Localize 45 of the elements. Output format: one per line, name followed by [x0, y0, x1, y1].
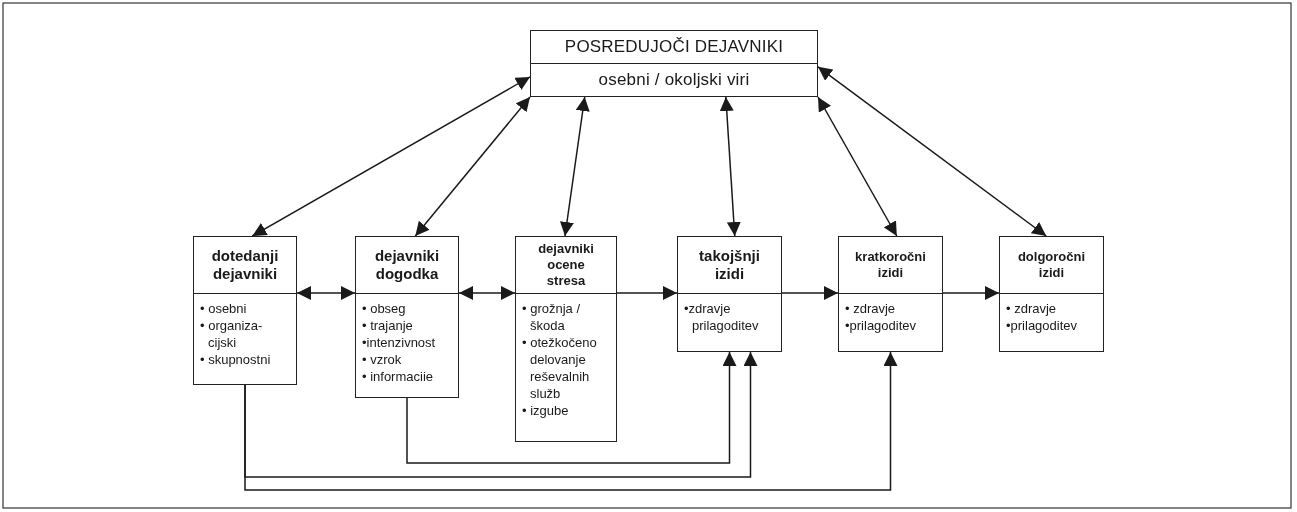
arrow	[719, 96, 741, 237]
arrow	[616, 286, 678, 300]
list-item: • trajanje	[362, 317, 414, 334]
arrow	[781, 286, 839, 300]
list-item: •zdravje prilagoditev	[684, 300, 760, 334]
arrow	[817, 96, 898, 237]
arrow	[942, 286, 1000, 300]
header-box	[530, 30, 818, 97]
list-item: • grožnja / škoda	[522, 300, 582, 334]
box-heading: takojšnji izidi	[678, 237, 781, 294]
arrow	[251, 76, 531, 237]
list-item: •prilagoditev	[845, 317, 918, 334]
list-item: • osebni	[200, 300, 248, 317]
factor-box	[355, 236, 459, 398]
factor-box	[193, 236, 297, 385]
arrow	[244, 351, 898, 491]
list-item: • informaciie	[362, 368, 435, 385]
box-heading: POSREDUJOČI DEJAVNIKI	[531, 31, 817, 64]
arrow	[560, 96, 590, 237]
box-heading: dolgoročni izidi	[1000, 237, 1103, 294]
factor-box	[838, 236, 943, 352]
arrow	[406, 351, 737, 464]
arrow	[244, 351, 758, 478]
factor-box	[677, 236, 782, 352]
box-heading: dejavniki dogodka	[356, 237, 458, 294]
box-heading: dejavniki ocene stresa	[516, 237, 616, 294]
list-item: • izgube	[522, 402, 570, 419]
box-subheading: osebni / okoljski viri	[597, 68, 751, 91]
list-item: • skupnostni	[200, 351, 272, 368]
box-heading: kratkoročni izidi	[839, 237, 942, 294]
list-item: • zdravje	[845, 300, 897, 317]
factor-box	[515, 236, 617, 442]
list-item: • vzrok	[362, 351, 403, 368]
list-item: • organiza- cijski	[200, 317, 264, 351]
list-item: •prilagoditev	[1006, 317, 1079, 334]
arrow	[817, 66, 1047, 237]
arrow	[414, 96, 531, 237]
list-item: • zdravje	[1006, 300, 1058, 317]
factor-box	[999, 236, 1104, 352]
arrow	[296, 286, 356, 300]
list-item: • otežkočeno delovanje reševalnih služb	[522, 334, 598, 402]
list-item: •intenzivnost	[362, 334, 437, 351]
arrow	[458, 286, 516, 300]
box-heading: dotedanji dejavniki	[194, 237, 296, 294]
list-item: • obseg	[362, 300, 407, 317]
